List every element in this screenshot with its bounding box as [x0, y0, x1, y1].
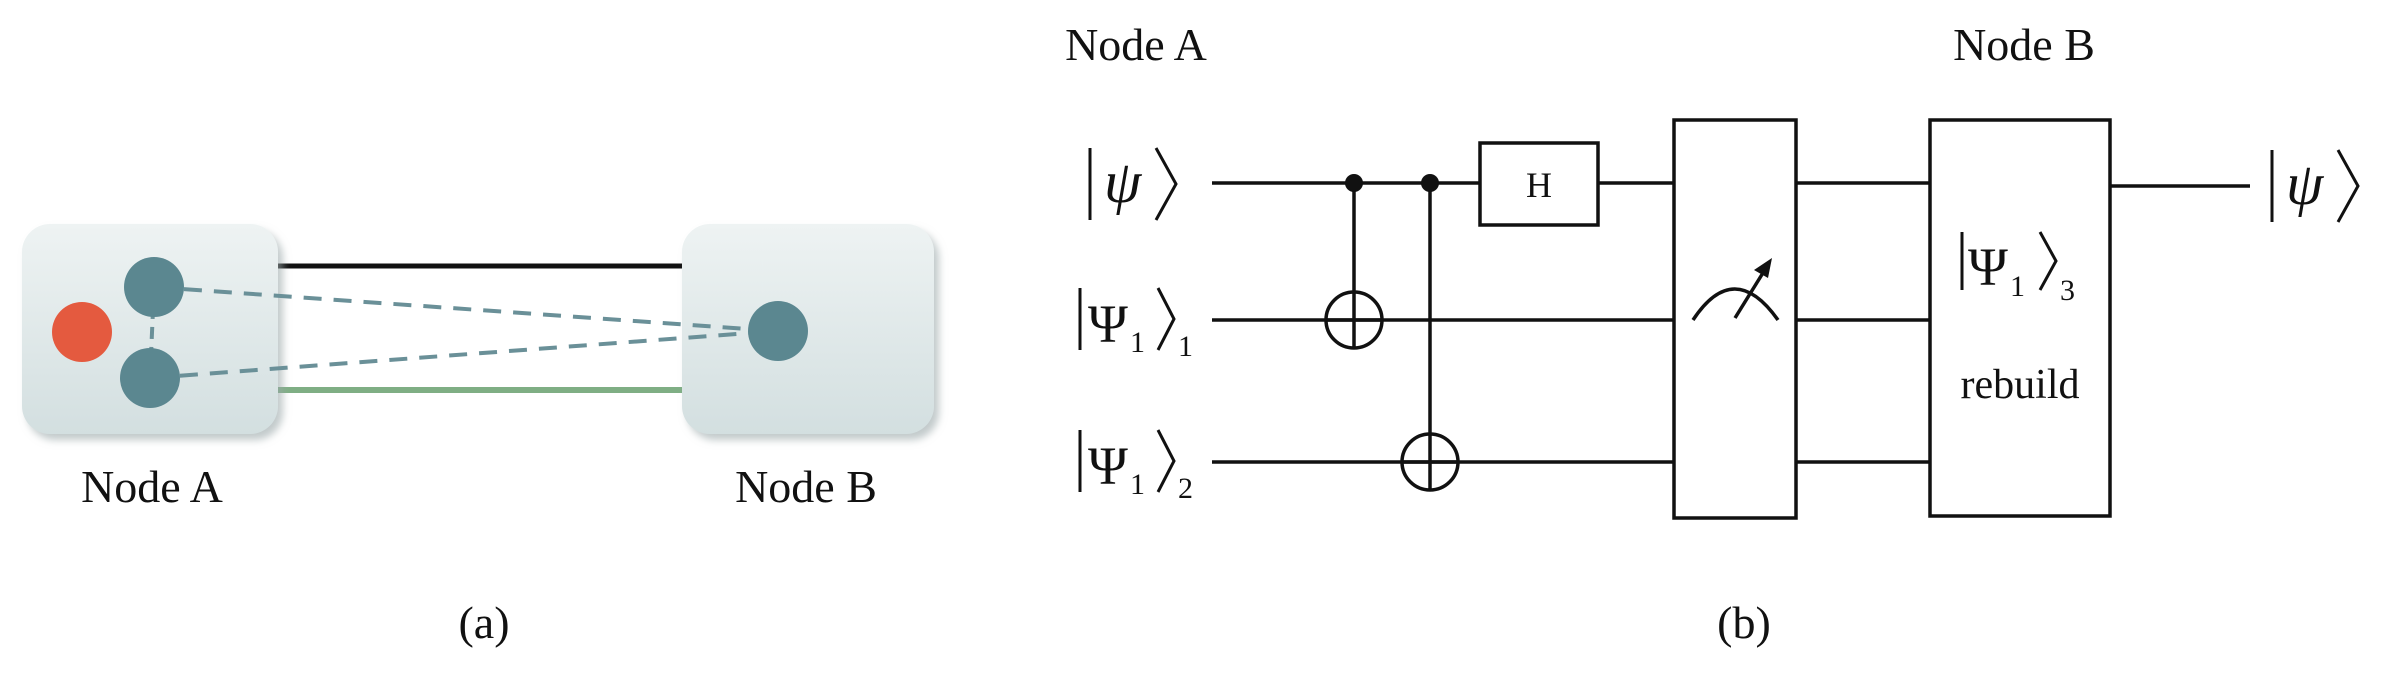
cnot-gate-1	[1324, 174, 1384, 350]
svg-text:Ψ: Ψ	[1088, 294, 1128, 354]
cnot-gate-2	[1400, 174, 1460, 492]
svg-text:Ψ: Ψ	[1968, 237, 2008, 297]
hadamard-gate	[1478, 141, 1600, 227]
entanglement-line-local	[148, 286, 156, 379]
svg-text:ψ: ψ	[2286, 151, 2325, 217]
svg-text:1: 1	[1178, 330, 1193, 363]
rebuild-state-ket: Ψ 1 3	[1960, 231, 2075, 307]
input-ket-psi1-1: Ψ 1 1	[1078, 287, 1193, 363]
panel-b: Node A Node B H	[1065, 19, 2360, 648]
rebuild-label: rebuild	[1961, 362, 2080, 408]
svg-text:1: 1	[2010, 270, 2025, 303]
node-a-box	[22, 224, 278, 434]
input-ket-psi1-2: Ψ 1 2	[1078, 429, 1193, 505]
svg-text:1: 1	[1130, 326, 1145, 359]
svg-text:ψ: ψ	[1104, 149, 1143, 215]
svg-text:2: 2	[1178, 472, 1193, 505]
caption-a: (a)	[458, 597, 509, 648]
node-a-label: Node A	[81, 461, 223, 512]
qubit-node-b	[748, 301, 808, 361]
svg-text:1: 1	[1130, 468, 1145, 501]
panel-a: Node A Node B (a)	[22, 224, 934, 648]
circuit-wires	[1212, 181, 2250, 464]
qubit-node-a-bottom	[120, 348, 180, 408]
caption-b: (b)	[1717, 597, 1771, 648]
qubit-node-a-top	[124, 257, 184, 317]
output-ket-psi: ψ	[2270, 149, 2360, 223]
input-ket-psi: ψ	[1088, 147, 1178, 221]
circuit-node-a-label: Node A	[1065, 19, 1207, 70]
node-b-label: Node B	[735, 461, 877, 512]
hadamard-label: H	[1526, 165, 1552, 205]
rebuild-box	[1928, 118, 2112, 518]
entanglement-line-top	[153, 285, 777, 333]
source-qubit-red	[52, 302, 112, 362]
entanglement-line-bottom	[149, 329, 777, 380]
circuit-node-b-label: Node B	[1953, 19, 2095, 70]
node-b-box	[682, 224, 934, 434]
measurement-meter-icon	[1691, 258, 1780, 322]
svg-text:3: 3	[2060, 274, 2075, 307]
svg-text:Ψ: Ψ	[1088, 436, 1128, 496]
